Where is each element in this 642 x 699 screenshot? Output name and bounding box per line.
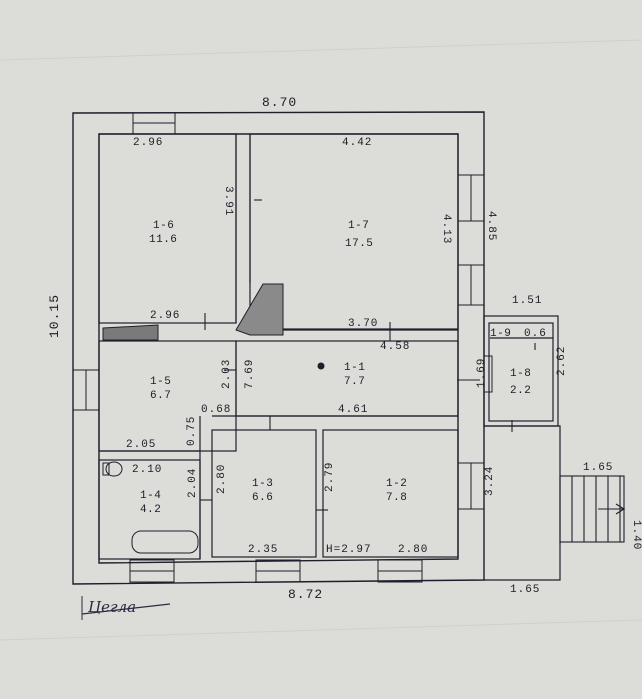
room-label-1-8: 1-8 2.2 [510, 368, 531, 397]
dim-r11-left: 7.69 [244, 359, 256, 389]
windows [72, 112, 493, 583]
room-label-1-6: 1-6 11.6 [149, 220, 177, 246]
dim-r15-side: 2.03 [221, 359, 233, 389]
dim-r18-left: 1.69 [476, 358, 488, 388]
dim-r16-bottom: 2.96 [150, 310, 180, 322]
dim-r17-top: 4.42 [342, 137, 372, 149]
svg-text:1-6: 1-6 [153, 220, 174, 232]
svg-text:1-2: 1-2 [386, 478, 407, 490]
dim-r13-side: 2.80 [216, 464, 228, 494]
marker-dot [317, 362, 325, 370]
room-label-1-5: 1-5 6.7 [150, 376, 171, 402]
svg-text:2.2: 2.2 [510, 385, 531, 397]
dim-r14-top: 2.10 [132, 464, 162, 476]
dim-porch-h: 1.40 [630, 520, 642, 550]
svg-text:1-3: 1-3 [252, 478, 273, 490]
bath-fixtures [102, 461, 199, 554]
svg-text:4.2: 4.2 [140, 504, 161, 516]
svg-text:6.7: 6.7 [150, 390, 171, 402]
svg-text:1-1: 1-1 [344, 362, 365, 374]
dim-r18-side: 2.62 [556, 346, 568, 376]
svg-text:7.7: 7.7 [344, 376, 365, 388]
dim-r11-top: 4.58 [380, 341, 410, 353]
room-label-1-1: 1-1 7.7 [344, 362, 365, 388]
svg-text:1-8: 1-8 [510, 368, 531, 380]
outer-walls [72, 111, 485, 585]
dim-r16-top: 2.96 [133, 137, 163, 149]
annex-walls [483, 315, 561, 581]
dim-top-total: 8.70 [262, 95, 297, 110]
dim-left-total: 10.15 [47, 294, 62, 338]
dim-r12-note: H=2.97 [326, 544, 372, 556]
dim-r18-div: 0.6 [524, 328, 547, 340]
dim-r11-bottom: 4.61 [338, 404, 368, 416]
svg-text:17.5: 17.5 [345, 238, 373, 250]
dim-r12-side: 2.79 [324, 462, 336, 492]
svg-text:7.8: 7.8 [386, 492, 407, 504]
dim-r15-bottom: 2.05 [126, 439, 156, 451]
stair-hatch [102, 283, 458, 341]
svg-text:6.6: 6.6 [252, 492, 273, 504]
dim-r13-bottom: 2.35 [248, 544, 278, 556]
porch [559, 475, 626, 543]
dim-r12-bottom: 2.80 [398, 544, 428, 556]
dim-r14-side: 2.04 [187, 468, 199, 498]
paper-texture [0, 39, 642, 641]
svg-text:1-4: 1-4 [140, 490, 161, 502]
svg-text:1-7: 1-7 [348, 220, 369, 232]
door-ticks [200, 199, 536, 511]
room-label-1-2: 1-2 7.8 [386, 478, 407, 504]
dim-bottom-total: 8.72 [288, 587, 323, 602]
dim-r18-top: 1.51 [512, 295, 542, 307]
dim-r17-side: 4.13 [440, 214, 452, 244]
dim-outer-right: 4.85 [485, 211, 497, 241]
material-annotation: Цегла [81, 596, 171, 620]
room-label-1-7: 1-7 17.5 [345, 220, 373, 250]
room-label-1-4: 1-4 4.2 [140, 490, 161, 516]
dim-porch-w: 1.65 [583, 462, 613, 474]
interior-walls [98, 133, 459, 560]
dim-068: 0.68 [201, 404, 231, 416]
svg-text:1-9: 1-9 [490, 328, 511, 340]
svg-text:Цегла: Цегла [88, 598, 136, 616]
dim-075: 0.75 [186, 416, 198, 446]
dim-r16-side: 3.91 [222, 186, 234, 216]
room-label-1-9: 1-9 [490, 328, 511, 340]
svg-text:11.6: 11.6 [149, 234, 177, 246]
dim-bottom-ext: 1.65 [510, 584, 540, 596]
room-label-1-3: 1-3 6.6 [252, 478, 273, 504]
dim-ext-side: 3.24 [484, 466, 496, 496]
svg-text:1-5: 1-5 [150, 376, 171, 388]
dim-r17-bottom: 3.70 [348, 318, 378, 330]
